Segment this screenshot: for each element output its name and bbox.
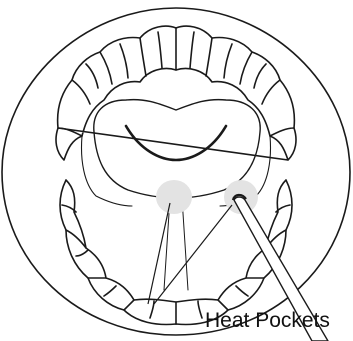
heat-pocket-left [156,180,192,214]
inner-cheek-left [82,136,132,206]
label-leader-lines [148,203,232,304]
tongue-curve [126,126,226,160]
heat-pockets-label: Heat Pockets [205,310,330,331]
